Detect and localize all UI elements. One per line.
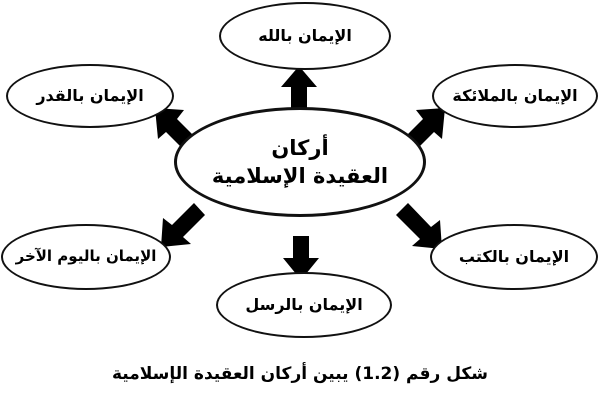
node-iman-bilqadar-label: الإيمان بالقدر — [36, 85, 144, 105]
node-iman-billah[interactable]: الإيمان بالله — [219, 2, 391, 70]
node-iman-bilyawm-alakhir[interactable]: الإيمان باليوم الآخر — [1, 224, 171, 290]
node-iman-bilkutub-label: الإيمان بالكتب — [458, 246, 570, 266]
node-iman-birrusul[interactable]: الإيمان بالرسل — [216, 272, 392, 338]
center-node-label-line1: أركان — [271, 135, 329, 160]
center-node-label-line2: العقيدة الإسلامية — [211, 164, 389, 188]
node-iman-bilyawm-alakhir-label: الإيمان باليوم الآخر — [15, 247, 157, 266]
node-iman-bilmalaika-label: الإيمان بالملائكة — [452, 85, 578, 105]
figure-caption: شكل رقم (1.2) يبين أركان العقيدة الإسلام… — [112, 364, 488, 384]
node-iman-bilmalaika[interactable]: الإيمان بالملائكة — [432, 64, 598, 128]
arrow-down-left-icon — [161, 203, 205, 247]
node-iman-bilqadar[interactable]: الإيمان بالقدر — [6, 64, 174, 128]
node-iman-billah-label: الإيمان بالله — [258, 25, 352, 45]
node-iman-birrusul-label: الإيمان بالرسل — [245, 294, 363, 314]
node-iman-bilkutub[interactable]: الإيمان بالكتب — [430, 224, 598, 290]
center-node-label: أركان العقيدة الإسلامية — [204, 134, 396, 191]
arrow-down-right-icon — [396, 203, 442, 249]
center-node[interactable]: أركان العقيدة الإسلامية — [174, 107, 426, 217]
